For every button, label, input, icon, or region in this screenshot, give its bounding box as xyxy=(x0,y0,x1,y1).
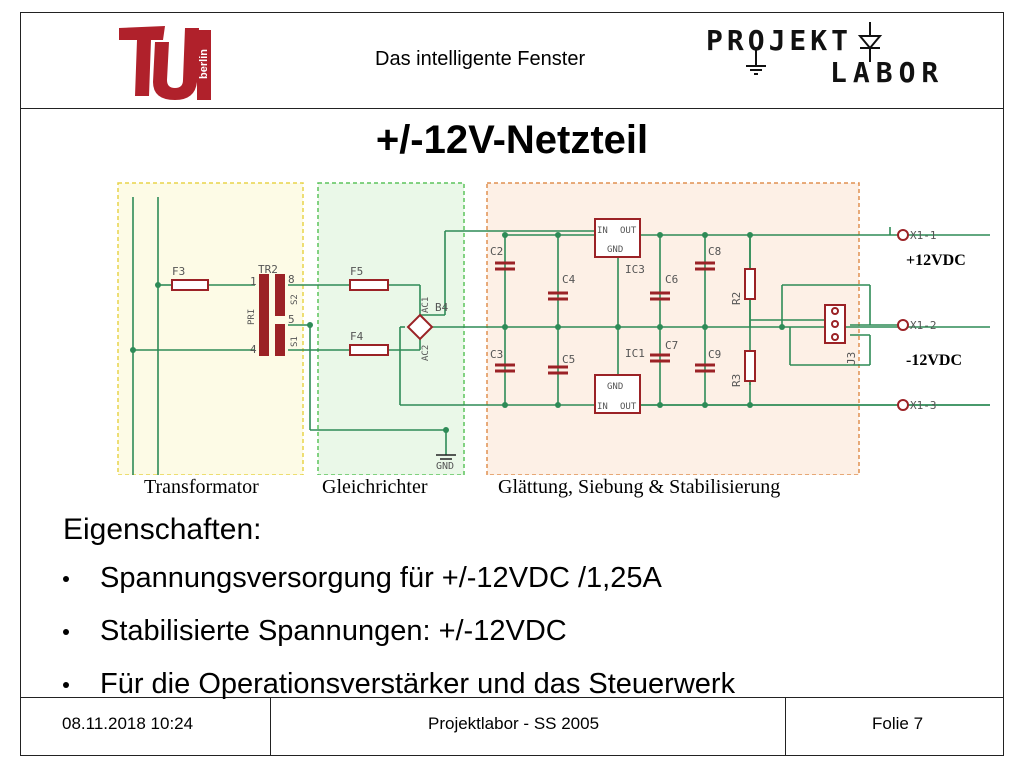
schematic-diagram: F3 TR2 1 4 8 5 F5 F4 B4 C2 C3 C4 C5 C6 C… xyxy=(110,175,1000,480)
section-label-transformator: Transformator xyxy=(144,476,259,498)
svg-text:8: 8 xyxy=(288,273,295,286)
svg-text:X1-3: X1-3 xyxy=(910,399,937,412)
bullet-icon xyxy=(63,576,69,582)
svg-text:F4: F4 xyxy=(350,330,364,343)
svg-text:PRI: PRI xyxy=(247,309,257,325)
list-item: Stabilisierte Spannungen: +/-12VDC xyxy=(63,615,735,668)
wire-junctions xyxy=(130,232,785,433)
terminal-x1-2 xyxy=(897,319,909,331)
regulator-ic3 xyxy=(594,218,641,258)
list-item: Für die Operationsverstärker und das Ste… xyxy=(63,668,735,721)
svg-text:IN: IN xyxy=(597,226,608,236)
svg-text:F5: F5 xyxy=(350,265,363,278)
bridge-rectifier-b4 xyxy=(406,313,434,341)
resistor-r3 xyxy=(744,350,756,382)
svg-text:GND: GND xyxy=(607,382,623,392)
svg-text:IN: IN xyxy=(597,402,608,412)
svg-text:IC3: IC3 xyxy=(625,263,645,276)
output-label-plus12: +12VDC xyxy=(906,252,966,269)
projekt-logo-line1: PROJEKT xyxy=(706,24,852,57)
properties-heading: Eigenschaften: xyxy=(63,513,262,546)
fuse-f4 xyxy=(349,344,389,356)
svg-text:R2: R2 xyxy=(730,292,743,305)
resistor-r2 xyxy=(744,268,756,300)
svg-text:R3: R3 xyxy=(730,374,743,387)
projektlabor-logo: PROJEKT LABOR xyxy=(700,22,980,103)
svg-text:C9: C9 xyxy=(708,348,721,361)
svg-text:4: 4 xyxy=(250,343,257,356)
section-label-gleichrichter: Gleichrichter xyxy=(322,476,428,498)
footer-course: Projektlabor - SS 2005 xyxy=(428,714,600,733)
section-label-glaettung: Glättung, Siebung & Stabilisierung xyxy=(498,476,781,498)
tu-berlin-logo: berlin xyxy=(115,22,215,107)
header-divider xyxy=(20,108,1004,109)
header-title: Das intelligente Fenster xyxy=(375,48,586,70)
projekt-logo-line2: LABOR xyxy=(830,56,944,89)
svg-text:GND: GND xyxy=(436,461,454,472)
svg-text:S1: S1 xyxy=(290,336,300,347)
terminal-x1-1 xyxy=(897,229,909,241)
tu-logo-berlin-text: berlin xyxy=(198,49,210,79)
svg-text:X1-2: X1-2 xyxy=(910,319,937,332)
svg-text:AC2: AC2 xyxy=(421,345,431,361)
fuse-f5 xyxy=(349,279,389,291)
slide-title: +/-12V-Netzteil xyxy=(375,118,649,162)
svg-text:C6: C6 xyxy=(665,273,678,286)
svg-text:C2: C2 xyxy=(490,245,503,258)
component-labels: F3 TR2 1 4 8 5 F5 F4 B4 C2 C3 C4 C5 C6 C… xyxy=(172,226,937,472)
svg-text:F3: F3 xyxy=(172,265,185,278)
fuse-f3 xyxy=(171,279,209,291)
list-item: Spannungsversorgung für +/-12VDC /1,25A xyxy=(63,562,735,615)
capacitors xyxy=(495,261,715,375)
svg-text:1: 1 xyxy=(250,275,257,288)
svg-text:IC1: IC1 xyxy=(625,347,645,360)
bullet-icon xyxy=(63,629,69,635)
svg-text:OUT: OUT xyxy=(620,402,637,412)
section-backgrounds xyxy=(117,182,860,476)
footer-separator-2 xyxy=(785,697,786,756)
footer-date: 08.11.2018 10:24 xyxy=(62,714,194,733)
footer-slide-number: Folie 7 xyxy=(872,714,924,733)
schematic-components xyxy=(171,218,909,414)
svg-text:AC1: AC1 xyxy=(421,297,431,313)
svg-text:C8: C8 xyxy=(708,245,721,258)
output-label-minus12: -12VDC xyxy=(906,352,962,369)
footer-separator-1 xyxy=(270,697,271,756)
gnd-symbol xyxy=(436,454,456,460)
svg-text:OUT: OUT xyxy=(620,226,637,236)
svg-text:S2: S2 xyxy=(290,294,300,305)
properties-list: Spannungsversorgung für +/-12VDC /1,25A … xyxy=(63,562,735,721)
bullet-icon xyxy=(63,682,69,688)
svg-text:J3: J3 xyxy=(845,352,858,365)
regulator-ic1 xyxy=(594,374,641,414)
svg-text:C5: C5 xyxy=(562,353,575,366)
svg-text:X1-1: X1-1 xyxy=(910,229,937,242)
transformer-primary xyxy=(259,274,269,356)
svg-text:5: 5 xyxy=(288,313,295,326)
svg-text:GND: GND xyxy=(607,245,623,255)
svg-text:C3: C3 xyxy=(490,348,503,361)
svg-text:TR2: TR2 xyxy=(258,263,278,276)
svg-text:B4: B4 xyxy=(435,301,449,314)
footer-divider xyxy=(20,697,1004,698)
svg-text:C7: C7 xyxy=(665,339,678,352)
svg-text:C4: C4 xyxy=(562,273,576,286)
slide-frame xyxy=(20,12,1004,756)
terminal-x1-3 xyxy=(897,399,909,411)
